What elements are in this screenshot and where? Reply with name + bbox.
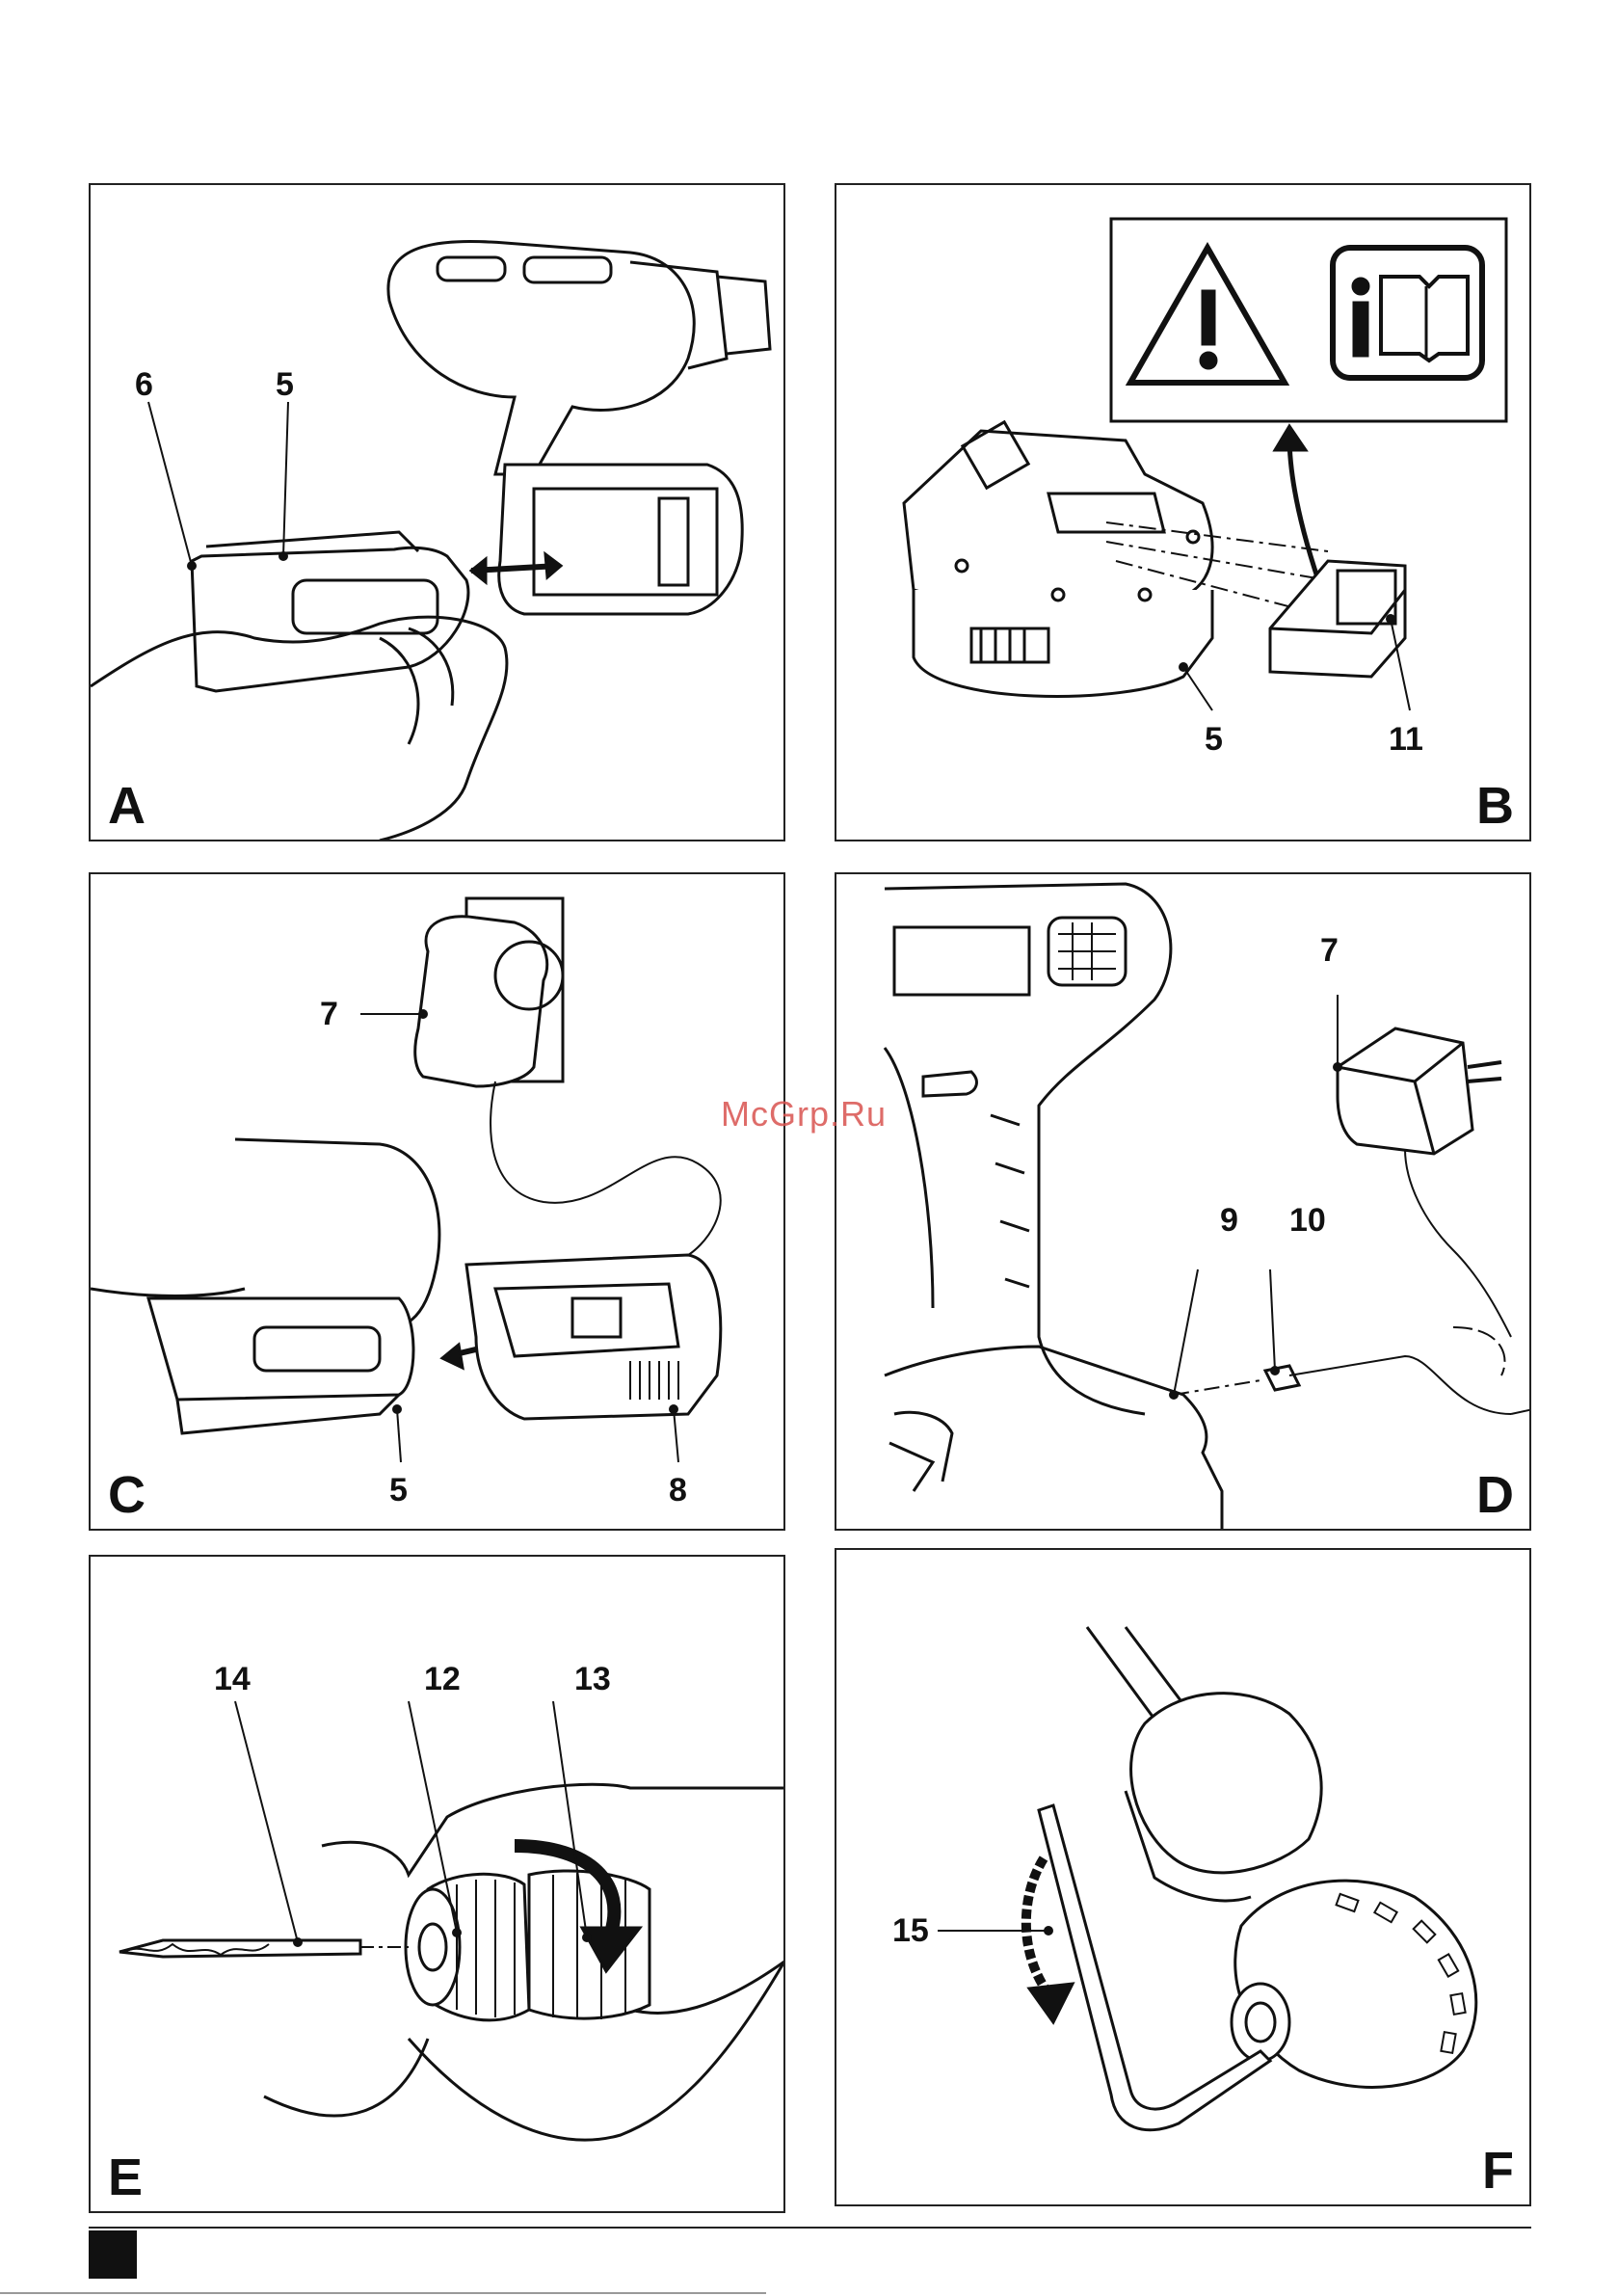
figure-panel-c: 7 5 8 C — [89, 872, 785, 1531]
chuck-removal-illustration — [836, 1550, 1531, 2206]
charger-connection-illustration — [836, 874, 1531, 1531]
bit-insertion-illustration — [91, 1557, 785, 2213]
page-marker-block — [89, 2230, 137, 2279]
callout-12: 12 — [424, 1663, 461, 1695]
panel-letter-b: B — [1476, 780, 1514, 832]
callout-7: 7 — [1320, 934, 1339, 967]
callout-5: 5 — [389, 1474, 408, 1507]
panel-letter-a: A — [108, 780, 146, 832]
callout-5: 5 — [1205, 723, 1223, 756]
callout-10: 10 — [1289, 1204, 1326, 1237]
footer-rule — [89, 2227, 1531, 2229]
panel-letter-d: D — [1476, 1469, 1514, 1521]
panel-letter-f: F — [1482, 2145, 1514, 2197]
callout-6: 6 — [135, 368, 153, 401]
panel-letter-c: C — [108, 1469, 146, 1521]
callout-15: 15 — [892, 1914, 929, 1947]
callout-8: 8 — [669, 1474, 687, 1507]
callout-11: 11 — [1389, 723, 1423, 756]
callout-9: 9 — [1220, 1204, 1238, 1237]
charging-illustration — [91, 874, 785, 1531]
bottom-divider — [0, 2292, 766, 2294]
battery-warning-illustration — [836, 185, 1531, 841]
figure-panel-f: 15 F — [835, 1548, 1531, 2206]
battery-removal-illustration — [91, 185, 785, 841]
figure-panel-e: 14 12 13 E — [89, 1555, 785, 2213]
panel-letter-e: E — [108, 2151, 143, 2203]
figure-panel-d: 7 9 10 D — [835, 872, 1531, 1531]
callout-14: 14 — [214, 1663, 251, 1695]
callout-13: 13 — [574, 1663, 611, 1695]
figure-panel-a: 6 5 A — [89, 183, 785, 841]
watermark-text: McGrp.Ru — [721, 1094, 887, 1135]
callout-5: 5 — [276, 368, 294, 401]
callout-7: 7 — [320, 998, 338, 1030]
figure-panel-b: 5 11 B — [835, 183, 1531, 841]
